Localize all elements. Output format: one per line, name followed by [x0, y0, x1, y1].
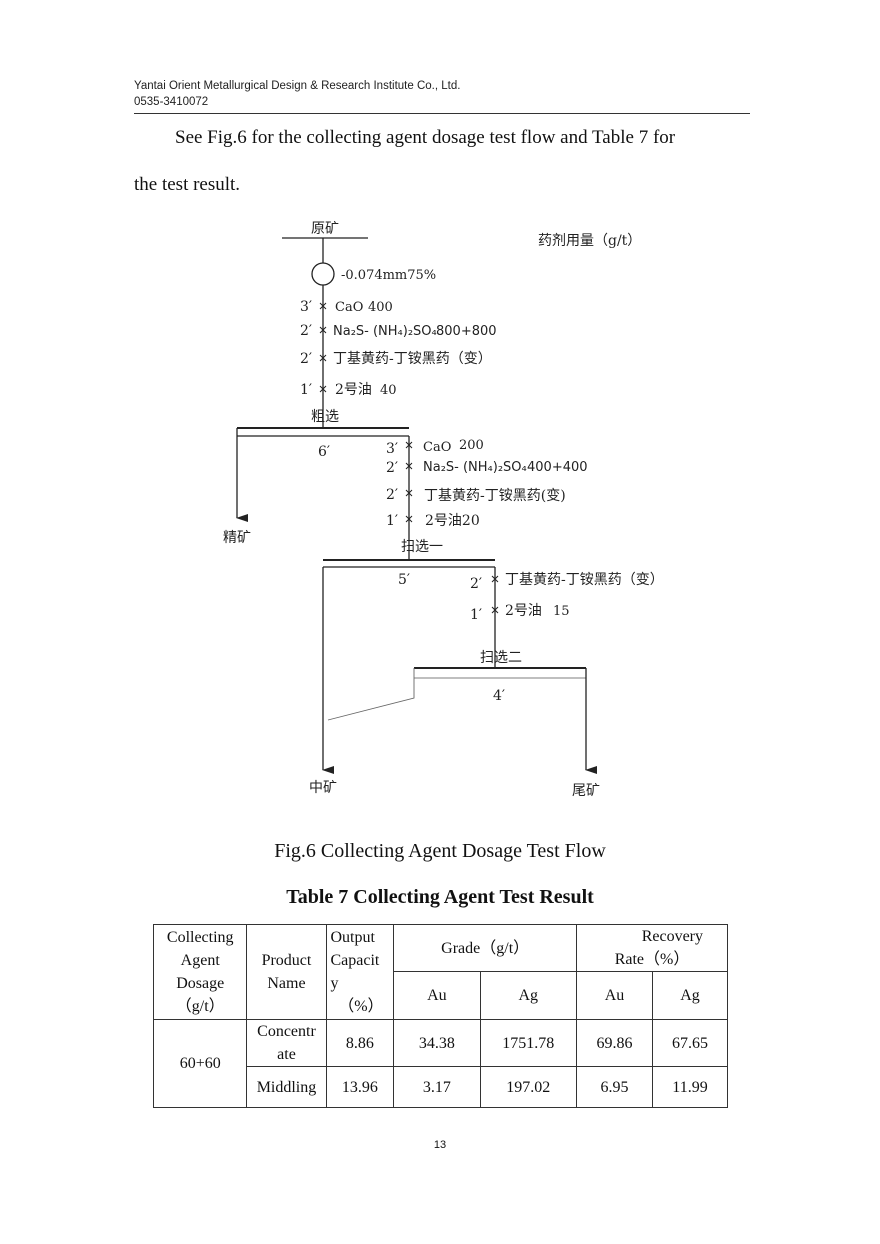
- header-grade: Grade（g/t）: [393, 924, 578, 972]
- scav1-reagent-name: 丁基黄药-丁铵黑药(变): [424, 487, 566, 504]
- scav1-reagent-time: 1′: [386, 513, 398, 529]
- grade-ag-value: 1751.78: [479, 1019, 578, 1067]
- product-name: Concentr ate: [246, 1019, 327, 1067]
- scav1-reagent-time: 2′: [386, 487, 398, 503]
- rough-reagent-name: 丁基黄药-丁铵黑药（变）: [333, 350, 492, 367]
- recovery-ag-value: 67.65: [652, 1019, 728, 1067]
- header-recovery-au: Au: [576, 971, 654, 1020]
- table-title: Table 7 Collecting Agent Test Result: [286, 886, 594, 908]
- header-grade-ag: Ag: [479, 971, 578, 1020]
- header-phone: 0535-3410072: [134, 96, 209, 108]
- header-output: Output Capacit y （%）: [325, 924, 395, 1020]
- table-row: 60+60 Concentr ate 8.86 34.38 1751.78 69…: [152, 1019, 728, 1108]
- product-name: Middling: [246, 1066, 327, 1108]
- header-recovery-ag: Ag: [652, 971, 728, 1020]
- rough-label: 粗选: [311, 409, 339, 425]
- tailing-label: 尾矿: [572, 783, 600, 799]
- header-rule: [134, 113, 750, 114]
- dosage-value: 60+60: [152, 1019, 248, 1108]
- output-value: 8.86: [325, 1019, 395, 1067]
- scav1-time: 5′: [398, 572, 410, 588]
- table-subheader-row: Au Ag Au Ag: [154, 971, 728, 1020]
- dosage-unit-label: 药剂用量（g/t）: [538, 233, 641, 249]
- grade-ag-value: 197.02: [479, 1066, 578, 1108]
- rough-reagent-dose: 400: [368, 300, 393, 315]
- figure-caption: Fig.6 Collecting Agent Dosage Test Flow: [274, 840, 606, 862]
- table-row: Middling 13.96 3.17 197.02 6.95 11.99: [154, 1066, 728, 1108]
- header-recovery: Recovery Rate（%）: [576, 924, 728, 972]
- scav1-reagent-name: Na₂S- (NH₄)₂SO₄: [423, 460, 527, 475]
- page-number: 13: [433, 1139, 447, 1151]
- scav1-reagent-dose: 200: [459, 438, 484, 453]
- flowchart: 原矿 药剂用量（g/t） -0.074mm75% 3′ CaO 400 2′ N…: [223, 221, 664, 799]
- rough-reagent-dose: 40: [380, 383, 397, 398]
- scav2-reagent-time: 2′: [470, 576, 482, 592]
- raw-ore-label: 原矿: [311, 221, 339, 237]
- scav2-reagent-dose: 15: [553, 604, 570, 619]
- grade-au-value: 34.38: [393, 1019, 481, 1067]
- recovery-au-value: 6.95: [576, 1066, 654, 1108]
- scav1-reagent-name: 2号油20: [425, 513, 480, 529]
- scav2-reagent-name: 丁基黄药-丁铵黑药（变）: [505, 571, 664, 588]
- rough-reagent-time: 3′: [300, 299, 312, 315]
- rough-reagent-name: 2号油: [335, 382, 372, 398]
- header-dosage: Collecting Agent Dosage （g/t）: [152, 924, 248, 1020]
- rough-reagent-name: Na₂S- (NH₄)₂SO₄: [333, 324, 437, 339]
- scav1-label: 扫选一: [401, 539, 443, 555]
- grind-label: -0.074mm75%: [341, 268, 436, 283]
- scav2-reagent-name: 2号油: [505, 603, 542, 619]
- output-value: 13.96: [325, 1066, 395, 1108]
- intro-line-1: See Fig.6 for the collecting agent dosag…: [175, 127, 676, 148]
- grade-au-value: 3.17: [393, 1066, 481, 1108]
- header-grade-au: Au: [393, 971, 481, 1020]
- scav1-reagent-time: 2′: [386, 460, 398, 476]
- rough-reagent-time: 1′: [300, 382, 312, 398]
- scav1-reagent-time: 3′: [386, 441, 398, 457]
- rough-reagent-time: 2′: [300, 351, 312, 367]
- scav2-return-line: [327, 668, 415, 721]
- intro-line-2: the test result.: [134, 174, 241, 195]
- results-table: Collecting Agent Dosage （g/t） Product Na…: [152, 924, 728, 1108]
- grinding-circle: [311, 262, 335, 286]
- header-company: Yantai Orient Metallurgical Design & Res…: [134, 80, 461, 92]
- rough-time: 6′: [318, 444, 330, 460]
- middling-label: 中矿: [309, 780, 337, 796]
- header-product: Product Name: [246, 924, 327, 1020]
- scav1-reagent-dose: 400+400: [527, 460, 588, 475]
- scav2-label: 扫选二: [480, 650, 522, 666]
- reagent-markers: [319, 302, 499, 614]
- table-header-row: Collecting Agent Dosage （g/t） Product Na…: [152, 924, 728, 1020]
- scav2-time: 4′: [493, 688, 505, 704]
- rough-reagent-dose: 800+800: [436, 324, 497, 339]
- scav1-reagent-name: CaO: [423, 440, 451, 455]
- rough-reagent-name: CaO: [335, 300, 363, 315]
- scav2-reagent-time: 1′: [470, 607, 482, 623]
- concentrate-label: 精矿: [223, 530, 251, 546]
- recovery-au-value: 69.86: [576, 1019, 654, 1067]
- recovery-ag-value: 11.99: [652, 1066, 728, 1108]
- rough-reagent-time: 2′: [300, 323, 312, 339]
